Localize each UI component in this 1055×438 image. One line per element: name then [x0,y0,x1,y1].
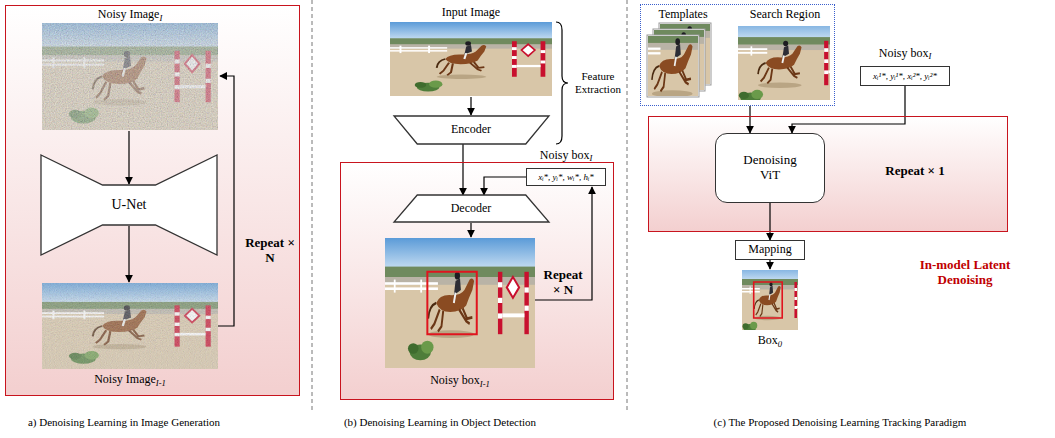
node-text: xᵢ¹*, yᵢ¹*, xᵢ²*, yᵢ²* [873,71,937,81]
panel-fill [340,162,614,400]
repeat-label-line: Repeat × 1 [885,164,944,179]
image-title: I [159,13,162,23]
connector-arrow [749,106,750,133]
box-heading-text: I [928,51,931,61]
repeat-label: Repeat × 1 [885,163,944,178]
box-heading: Noisy boxI [540,149,593,165]
image-title: Search Region [750,7,820,21]
image-title-line: Search Region [750,8,820,22]
tracking-photo [729,263,816,338]
bracket [556,22,568,144]
box-label-line: Box0 [758,334,782,350]
box-heading-text: I [589,153,592,163]
panel-divider [627,0,628,412]
image-title: Noisy Image [98,7,160,21]
generation-panel: Noisy ImageIRepeat × NNoisy ImageI-1U-Ne… [5,5,300,396]
node-label: Mapping [748,242,791,256]
box-label: Box [758,333,778,347]
repeat-label-line: Repeat × N [540,268,586,298]
panel-fill [5,5,300,396]
box-label: 0 [778,339,782,349]
noisy-box: xᵢ*, yᵢ*, wᵢ*, hᵢ*Noisy boxI [526,168,606,186]
node-text: xᵢ*, yᵢ*, wᵢ*, hᵢ* [538,172,594,182]
panel-caption: a) Denoising Learning in Image Generatio… [28,416,220,428]
search-photo [717,17,859,110]
panel-caption: (c) The Proposed Denoising Learning Trac… [714,416,967,428]
decoder-block: Decoder [394,195,549,222]
image-title-line: Templates [658,8,707,22]
box-heading: Noisy boxI [879,47,932,63]
node-text: Denoising ViT [737,153,803,183]
box-title-line: Noisy boxI-1 [430,374,490,390]
tracking-panel: Repeat × 1 Denoising ViT [648,116,1008,232]
image-title-line: Noisy ImageI [98,8,163,24]
unet-block: U-Net [41,155,217,255]
node-label: Encoder [451,122,491,136]
mapping-box: Mapping [735,240,805,260]
box-title: Noisy box [430,373,480,387]
noisy-photo [42,283,218,369]
panel-caption-line: a) Denoising Learning in Image Generatio… [28,416,220,429]
encoder-block-shape [394,116,549,144]
node-text: Encoder [451,123,491,137]
bracket-label-line: Feature Extraction [571,70,625,95]
connector-arrow [792,86,905,133]
box-title: I-1 [480,379,490,389]
image-title: Templates [658,7,707,21]
repeat-label: Repeat × N [245,235,295,265]
node-label: xᵢ*, yᵢ*, wᵢ*, hᵢ* [538,172,594,182]
node-label: Denoising ViT [743,152,796,182]
encoder-block: Encoder [394,116,549,144]
connector-arrow [462,144,463,195]
image-title: I-1 [156,378,166,388]
image-title: Noisy Image [94,372,156,386]
template-search-group: Templates Search Region [640,4,835,106]
vit-block: Denoising ViT [715,133,825,203]
node-label: U-Net [112,197,147,212]
node-label: Decoder [451,201,492,215]
flow-arrow [769,260,770,269]
panel-caption: (b) Denoising Learning in Object Detecti… [344,416,536,428]
repeat-label-line: Repeat × N [245,236,295,266]
detection-photo [385,238,535,368]
connector-arrow [769,203,770,240]
node-text: Decoder [451,202,492,216]
node-text: Mapping [748,243,791,257]
repeat-label: Repeat × N [544,267,583,297]
image-title-line: Input Image [442,6,500,20]
connector-arrow [484,177,526,195]
noisy-photo [42,23,218,130]
box-heading-text: Noisy box [879,46,929,60]
image-title: Input Image [442,5,500,19]
node-label: xᵢ¹*, yᵢ¹*, xᵢ²*, yᵢ²* [873,71,937,81]
panel-caption-line: (b) Denoising Learning in Object Detecti… [344,416,536,429]
image-title-line: Noisy ImageI-1 [94,373,166,389]
highlight-label-line: In-model Latent Denoising [906,258,1024,288]
input-photo [390,22,552,96]
panel-caption-line: (c) The Proposed Denoising Learning Trac… [714,416,967,429]
panel-fill [648,116,1008,232]
highlight-label: In-model Latent Denoising [920,257,1011,287]
detection-decoder-panel: Repeat × N Noisy boxI-1 xᵢ*, yᵢ*, wᵢ*, hᵢ*… [340,162,614,400]
bracket-label: Feature Extraction [575,70,621,95]
box-heading-text: Noisy box [540,148,590,162]
noisy-box: xᵢ¹*, yᵢ¹*, xᵢ²*, yᵢ²*Noisy boxI [860,66,950,86]
panel-divider [312,0,313,412]
node-text: U-Net [112,197,147,213]
unet-block-shape [41,155,217,255]
decoder-block-shape [394,195,549,222]
